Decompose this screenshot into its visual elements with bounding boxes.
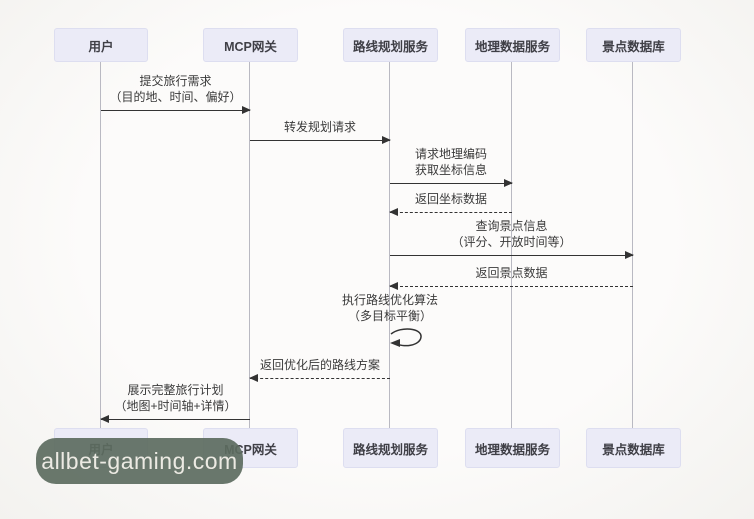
message-line xyxy=(390,255,633,256)
participant-mcp-gateway-top: MCP网关 xyxy=(203,28,298,62)
watermark-text: allbet-gaming.com xyxy=(41,447,238,474)
participant-geo-data-top: 地理数据服务 xyxy=(465,28,560,62)
message-line xyxy=(250,140,390,141)
message-label: 返回坐标数据 xyxy=(414,192,487,207)
participant-label: 路线规划服务 xyxy=(352,39,428,54)
arrowhead-left-icon xyxy=(389,282,398,290)
participant-label: 路线规划服务 xyxy=(352,442,428,457)
arrowhead-right-icon xyxy=(625,251,634,259)
message-label: 查询景点信息 （评分、开放时间等） xyxy=(451,219,572,250)
arrowhead-left-icon xyxy=(249,374,258,382)
participant-label: 用户 xyxy=(88,39,114,54)
participant-label: 景点数据库 xyxy=(602,39,665,54)
participant-label: MCP网关 xyxy=(224,39,277,54)
participant-label: 景点数据库 xyxy=(602,442,665,457)
arrowhead-left-icon xyxy=(100,415,109,423)
message-label: 执行路线优化算法 （多目标平衡） xyxy=(341,293,438,324)
arrowhead-right-icon xyxy=(382,136,391,144)
message-label: 转发规划请求 xyxy=(283,120,356,135)
participant-label: 地理数据服务 xyxy=(474,442,550,457)
lifeline-user xyxy=(100,62,101,428)
participant-poi-db-bottom: 景点数据库 xyxy=(586,428,681,468)
participant-route-planning-top: 路线规划服务 xyxy=(343,28,438,62)
message-label: 返回景点数据 xyxy=(475,266,548,281)
participant-label: 地理数据服务 xyxy=(474,39,550,54)
participant-poi-db-top: 景点数据库 xyxy=(586,28,681,62)
message-line xyxy=(250,378,390,379)
watermark-pill: allbet-gaming.com xyxy=(36,438,243,484)
message-label: 展示完整旅行计划 （地图+时间轴+详情） xyxy=(114,383,237,414)
arrowhead-right-icon xyxy=(504,179,513,187)
arrowhead-right-icon xyxy=(242,106,251,114)
lifeline-poi-database xyxy=(632,62,633,428)
message-line xyxy=(390,183,512,184)
arrowhead-left-icon xyxy=(389,208,398,216)
message-label: 返回优化后的路线方案 xyxy=(259,358,380,373)
message-label: 提交旅行需求 （目的地、时间、偏好） xyxy=(109,74,242,105)
participant-geo-data-bottom: 地理数据服务 xyxy=(465,428,560,468)
message-line xyxy=(390,212,512,213)
participant-user-top: 用户 xyxy=(54,28,148,62)
message-label: 请求地理编码 获取坐标信息 xyxy=(414,147,487,178)
lifeline-geo-data-service xyxy=(511,62,512,428)
message-line xyxy=(101,110,250,111)
participant-route-planning-bottom: 路线规划服务 xyxy=(343,428,438,468)
lifeline-route-planning-service xyxy=(389,62,390,428)
lifeline-mcp-gateway xyxy=(249,62,250,428)
message-line xyxy=(390,286,633,287)
message-line xyxy=(101,419,250,420)
self-loop-arrow-icon xyxy=(390,328,422,347)
